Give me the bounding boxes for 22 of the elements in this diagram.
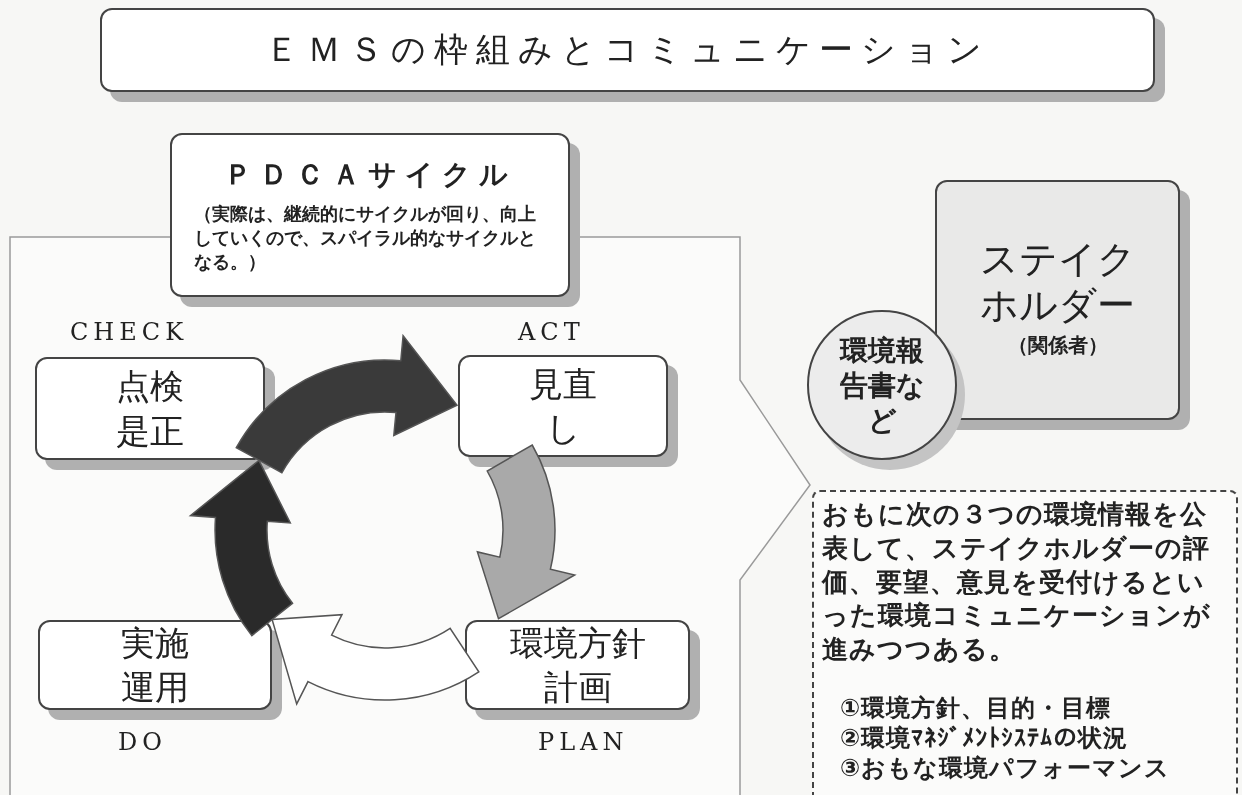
- heading-text: ＰＤＣＡサイクル: [224, 156, 516, 193]
- label-text: 環境報告書など: [838, 332, 926, 438]
- label-text: 見直し: [528, 362, 598, 450]
- phase-label: DO: [118, 728, 167, 756]
- cycle-arrow: [271, 613, 480, 705]
- phase-label: CHECK: [70, 318, 189, 346]
- phase-label: ACT: [518, 318, 585, 346]
- note-text: おもに次の３つの環境情報を公表して、ステイクホルダーの評価、要望、意見を受付けるといった環境コミュニケーションが進みつつある。: [822, 498, 1212, 667]
- note-box: [812, 490, 1238, 795]
- note-text: （実際は、継続的にサイクルが回り、向上していくので、スパイラル的なサイクルとなる。）: [193, 201, 537, 275]
- heading-text: ステイクホルダー: [978, 237, 1137, 329]
- cycle-arrow: [476, 444, 576, 620]
- note-text: （関係者）: [1007, 332, 1108, 360]
- label-text: 点検是正: [115, 365, 185, 453]
- cycle-arrow: [235, 335, 458, 474]
- phase-label: PLAN: [538, 728, 629, 756]
- cycle-arrow: [189, 459, 294, 637]
- label-text: 実施運用: [120, 621, 190, 709]
- list-item: ①環境方針、目的・目標: [839, 693, 1113, 723]
- list-item: ③おもな環境パフォーマンス: [839, 753, 1172, 783]
- list-item: ②環境ﾏﾈｼﾞﾒﾝﾄｼｽﾃﾑの状況: [839, 723, 1130, 753]
- label-text: 環境方針計画: [508, 621, 647, 709]
